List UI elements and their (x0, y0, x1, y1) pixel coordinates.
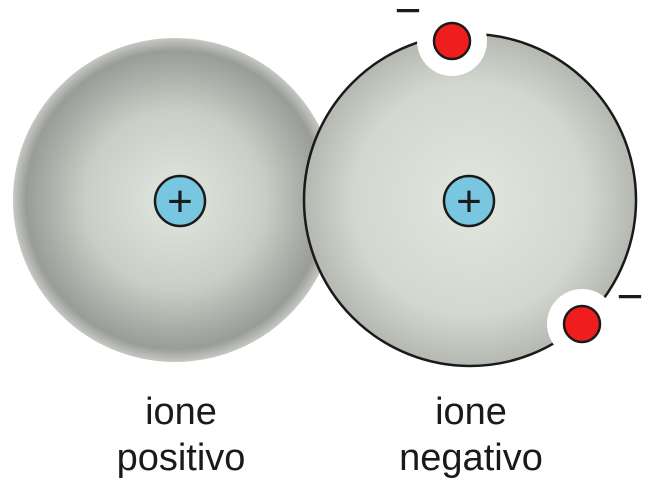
negative-ion-nucleus: + (442, 174, 496, 228)
electron-bottom-dot (562, 304, 602, 344)
positive-nucleus-symbol: + (167, 177, 193, 226)
negative-ion-label-line2: negativo (399, 437, 543, 479)
negative-ion-label: ione negativo (341, 389, 601, 481)
electron-top-charge: − (395, 0, 422, 36)
positive-ion-label-line2: positivo (116, 437, 246, 479)
positive-ion-nucleus: + (153, 174, 207, 228)
negative-ion-label-line1: ione (435, 391, 507, 433)
electron-bottom-charge: − (617, 270, 644, 322)
electron-top-dot (432, 21, 472, 61)
negative-nucleus-symbol: + (456, 177, 482, 226)
positive-nucleus-circle (153, 174, 207, 228)
positive-ion-label: ione positivo (51, 389, 311, 481)
positive-ion-label-line1: ione (145, 391, 217, 433)
electron-top: − (395, 0, 487, 76)
electron-bottom: − (547, 270, 643, 359)
negative-nucleus-circle (442, 174, 496, 228)
